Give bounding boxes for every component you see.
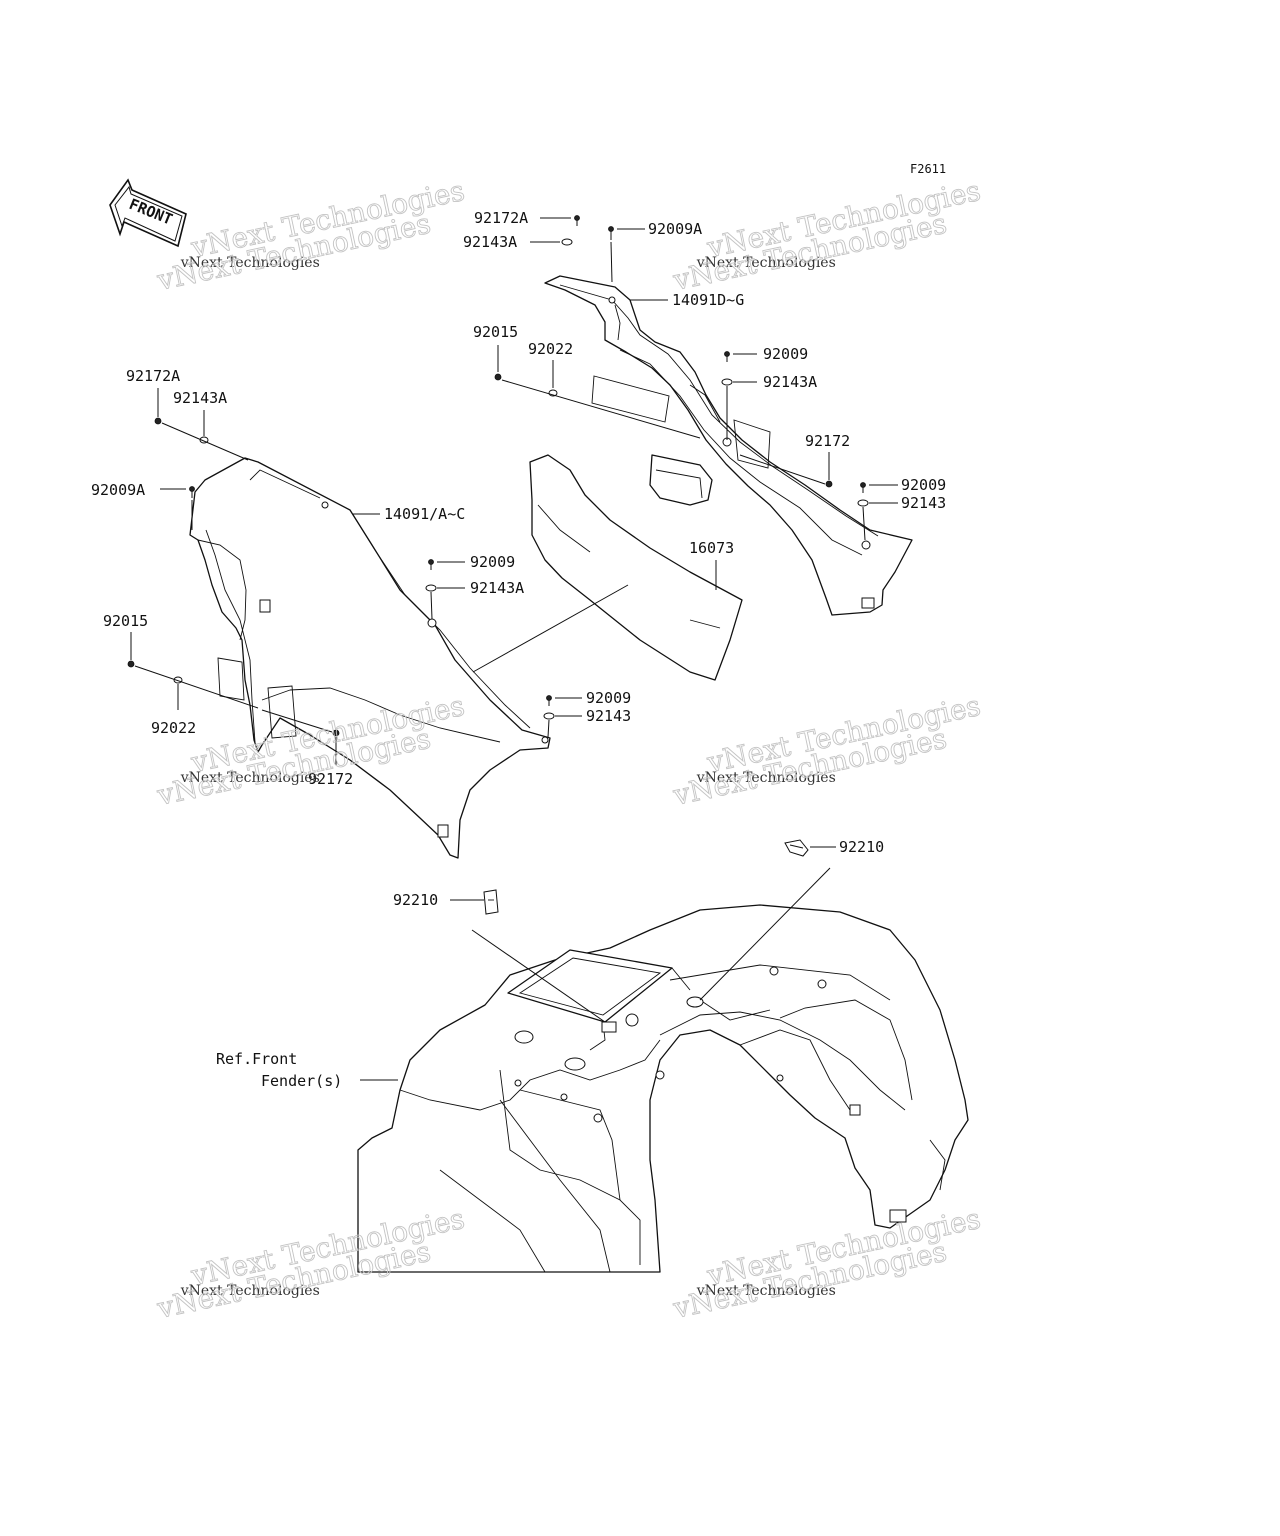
label-92143A-top: 92143A <box>463 233 517 251</box>
label-92143A-left: 92143A <box>173 389 227 407</box>
label-92143A-r1: 92143A <box>763 373 817 391</box>
label-92009A-left: 92009A <box>91 481 145 499</box>
label-14091-A-C: 14091/A~C <box>384 505 465 523</box>
clip-hardware <box>450 839 836 1023</box>
label-92172-right: 92172 <box>805 432 850 450</box>
label-92009-r1: 92009 <box>763 345 808 363</box>
label-92172A-left: 92172A <box>126 367 180 385</box>
label-92210-right: 92210 <box>839 838 884 856</box>
label-92009-mid: 92009 <box>470 553 515 571</box>
label-ref-front: Ref.Front <box>216 1050 297 1068</box>
label-16073: 16073 <box>689 539 734 557</box>
heat-shield <box>472 454 743 681</box>
part-labels: 92172A 92143A 92009A 14091D~G 92015 9202… <box>91 209 946 1090</box>
label-92143A-mid: 92143A <box>470 579 524 597</box>
label-92015-top: 92015 <box>473 323 518 341</box>
label-92210-left: 92210 <box>393 891 438 909</box>
front-fender <box>357 904 969 1273</box>
label-92009-low: 92009 <box>586 689 631 707</box>
watermark: vNext Technologies vNext Technologies vN… <box>153 174 468 298</box>
label-92022-left: 92022 <box>151 719 196 737</box>
watermark-small: vNext Technologies <box>696 1283 836 1299</box>
watermark-small: vNext Technologies <box>180 770 320 786</box>
side-cover-left <box>189 457 551 859</box>
label-92143-low: 92143 <box>586 707 631 725</box>
label-ref-fenders: Fender(s) <box>261 1072 342 1090</box>
figure-code: F2611 <box>910 162 946 176</box>
label-92172A-top: 92172A <box>474 209 528 227</box>
watermark-small: vNext Technologies <box>696 255 836 271</box>
watermark: vNext Technologies vNext Technologies vN… <box>153 1202 468 1326</box>
label-14091D-G: 14091D~G <box>672 291 744 309</box>
watermark: vNext Technologies vNext Technologies vN… <box>669 689 984 813</box>
watermark: vNext Technologies vNext Technologies vN… <box>669 174 984 298</box>
watermark-small: vNext Technologies <box>180 1283 320 1299</box>
label-92172-left: 92172 <box>308 770 353 788</box>
watermark-small: vNext Technologies <box>180 255 320 271</box>
hardware-upper-right <box>494 215 898 541</box>
hardware-left <box>127 388 582 765</box>
label-92009-r2: 92009 <box>901 476 946 494</box>
label-92022-top: 92022 <box>528 340 573 358</box>
side-cover-right <box>544 275 913 616</box>
label-92009A-top: 92009A <box>648 220 702 238</box>
watermark: vNext Technologies vNext Technologies vN… <box>669 1202 984 1326</box>
label-92143-r2: 92143 <box>901 494 946 512</box>
front-arrow-icon: FRONT <box>109 178 187 248</box>
watermark-small: vNext Technologies <box>696 770 836 786</box>
label-92015-left: 92015 <box>103 612 148 630</box>
